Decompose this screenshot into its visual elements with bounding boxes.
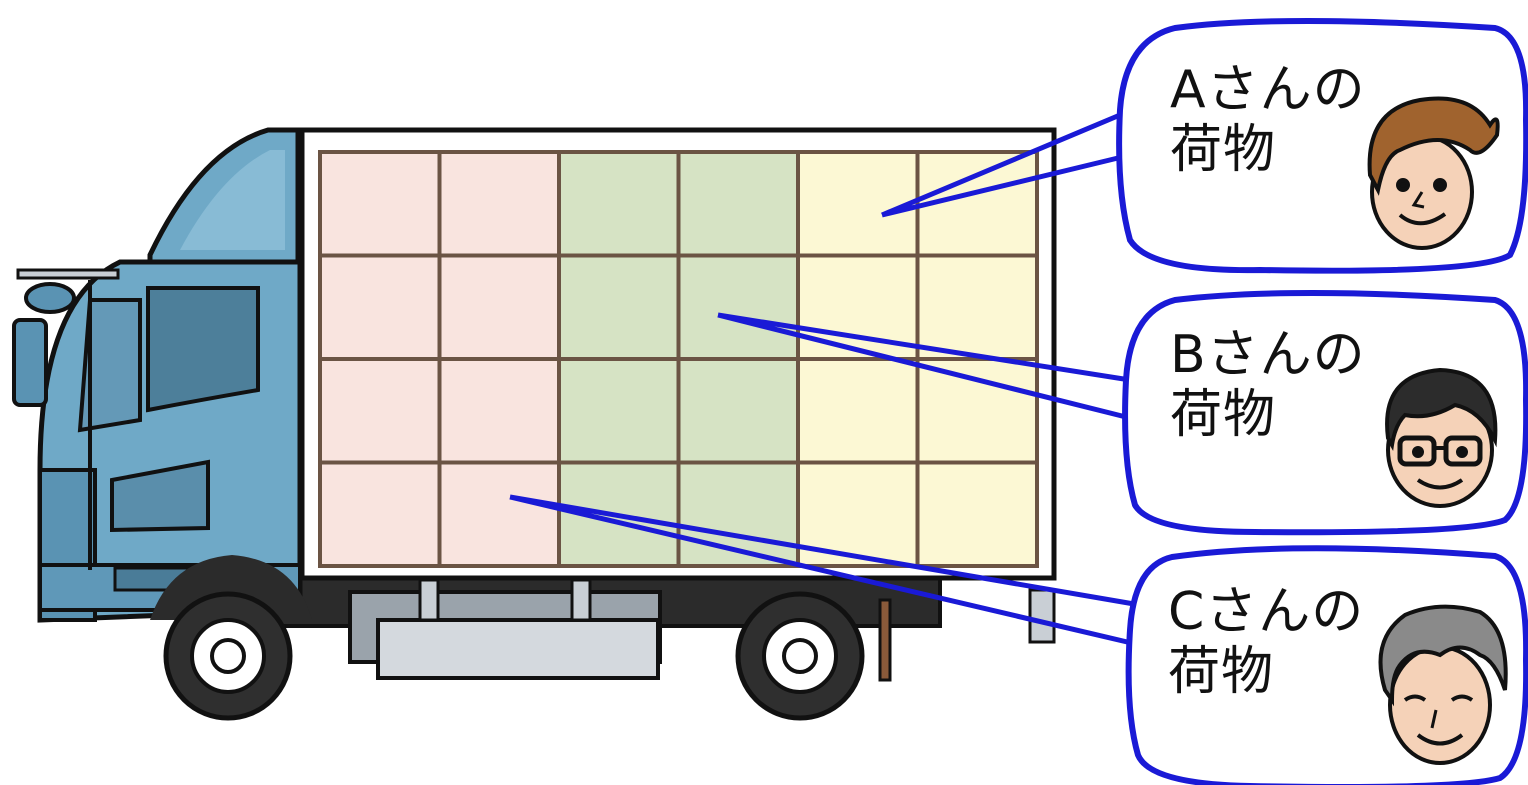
cargo-cell-a <box>320 359 440 463</box>
cargo-cell-b <box>679 359 799 463</box>
cargo-cell-b <box>679 256 799 360</box>
cargo-cell-a <box>320 256 440 360</box>
cargo-cell-c <box>918 256 1038 360</box>
cargo-cell-c <box>798 359 918 463</box>
cargo-cell-c <box>918 463 1038 567</box>
bubble-b-text: Bさんの 荷物 <box>1170 325 1366 445</box>
cargo-cell-b <box>559 359 679 463</box>
person-b-face-icon <box>1387 370 1495 506</box>
bubble-a-line2: 荷物 <box>1170 120 1366 180</box>
cargo-cell-a <box>320 463 440 567</box>
bubble-c-line2: 荷物 <box>1168 642 1364 702</box>
cargo-cell-a <box>440 359 560 463</box>
bubble-c-line1: Cさんの <box>1168 582 1364 642</box>
bubble-c-text: Cさんの 荷物 <box>1168 582 1364 702</box>
cargo-cell-a <box>320 152 440 256</box>
cargo-cell-a <box>440 463 560 567</box>
cargo-grid <box>320 152 1037 566</box>
cargo-cell-c <box>798 152 918 256</box>
cargo-cell-c <box>918 359 1038 463</box>
cargo-cell-a <box>440 256 560 360</box>
cargo-cell-b <box>679 152 799 256</box>
cargo-cell-b <box>559 152 679 256</box>
bubble-a-line1: Aさんの <box>1170 60 1366 120</box>
bubble-b-line1: Bさんの <box>1170 325 1366 385</box>
cargo-cell-a <box>440 152 560 256</box>
bubble-b-line2: 荷物 <box>1170 385 1366 445</box>
bubble-a-text: Aさんの 荷物 <box>1170 60 1366 180</box>
cargo-cell-b <box>559 256 679 360</box>
